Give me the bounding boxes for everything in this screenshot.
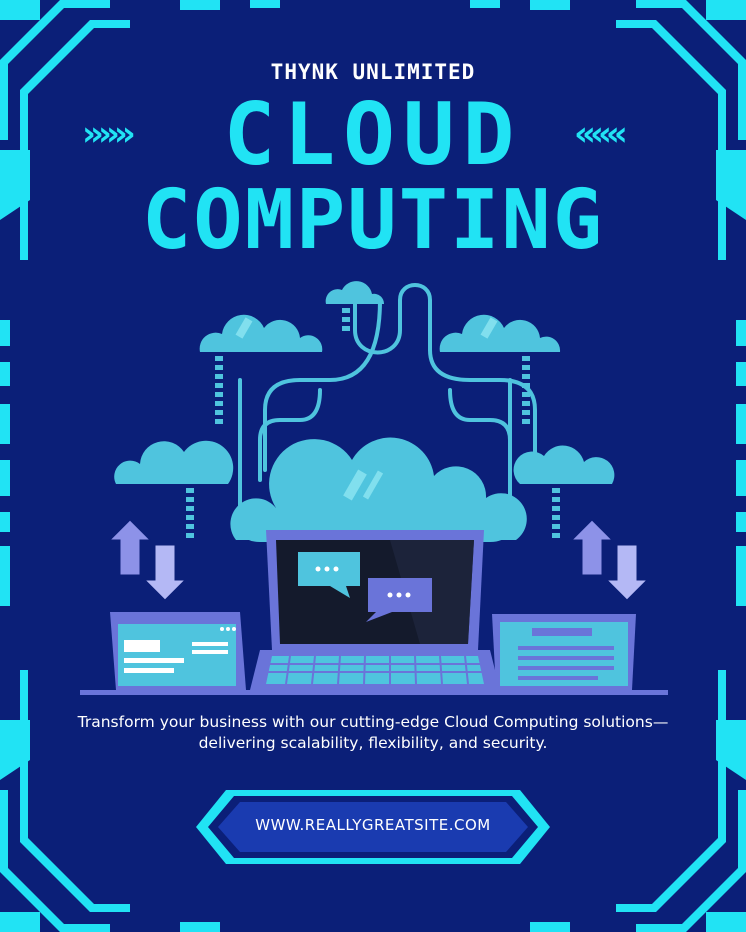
document-window-icon [492, 614, 636, 690]
chevrons-right-icon: ««« [574, 114, 628, 154]
website-button-frame [196, 790, 550, 864]
upload-download-arrows-icon [108, 519, 187, 601]
website-link[interactable]: WWW.REALLYGREATSITE.COM [255, 816, 491, 834]
cloud-icon [114, 440, 234, 484]
brand-name: THYNK UNLIMITED [270, 60, 476, 84]
cloud-icon [439, 314, 561, 352]
cloud-icon [325, 281, 385, 304]
title-cloud: CLOUD [223, 85, 523, 185]
cloud-icon [513, 445, 615, 484]
description-text: Transform your business with our cutting… [77, 713, 669, 752]
chevrons-left-icon: »»» [82, 114, 136, 154]
upload-download-arrows-icon [570, 519, 649, 601]
title-computing: COMPUTING [141, 173, 605, 268]
cloud-icon [199, 314, 323, 352]
browser-window-icon [110, 612, 246, 690]
cloud-icon [230, 437, 527, 540]
